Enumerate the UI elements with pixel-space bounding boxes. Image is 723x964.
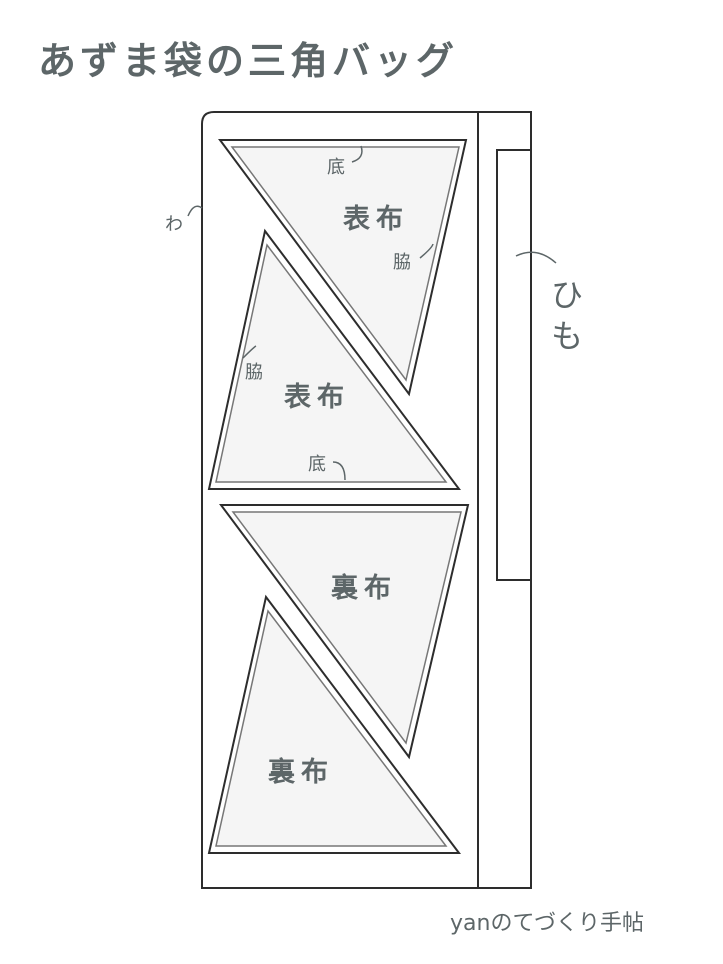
outer-fabric-triangle-1-inner — [230, 146, 460, 382]
label-wa: わ — [165, 214, 183, 235]
leader-waki-1 — [419, 243, 434, 259]
outer-fabric-triangle-2-inner — [215, 243, 448, 483]
label-ura-2: 裏布 — [267, 756, 334, 788]
label-waki-2: 脇 — [245, 362, 263, 383]
leader-waki-2 — [242, 345, 257, 359]
page-title: あずま袋の三角バッグ — [38, 39, 459, 83]
label-himo-2: も — [551, 317, 583, 355]
label-himo-1: ひ — [551, 276, 583, 314]
label-ura-1: 裏布 — [330, 572, 397, 604]
lining-triangle-1-inner — [231, 511, 462, 745]
label-omote-1: 表布 — [343, 204, 409, 235]
label-waki-1: 脇 — [393, 252, 411, 273]
leader-soko-2 — [332, 461, 346, 481]
leader-himo — [515, 251, 557, 264]
label-omote-2: 表布 — [284, 382, 350, 413]
lining-triangle-2-inner — [215, 609, 448, 847]
label-soko-2: 底 — [308, 454, 326, 475]
strap-piece — [496, 149, 532, 581]
credit-text: yanのてづくり手帖 — [450, 911, 645, 936]
label-soko-1: 底 — [327, 157, 345, 178]
leader-soko-1 — [351, 145, 363, 163]
leader-wa — [187, 205, 203, 217]
